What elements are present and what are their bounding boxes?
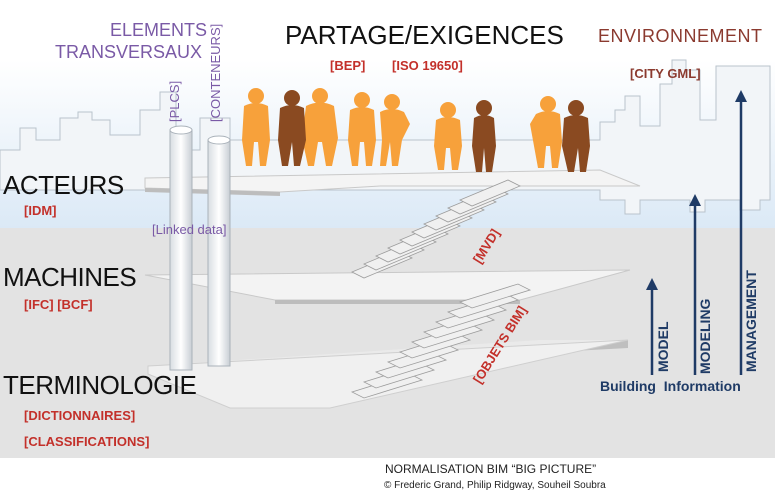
sharing-title: PARTAGE/EXIGENCES: [285, 20, 564, 50]
pillar-plcs: [169, 129, 193, 371]
footer-credit: © Frederic Grand, Philip Ridgway, Souhei…: [384, 480, 606, 491]
level-terminologie-tag-classifications: [CLASSIFICATIONS]: [24, 434, 150, 449]
elements-line2: TRANSVERSAUX: [55, 42, 203, 62]
level-acteurs: ACTEURS: [3, 170, 124, 200]
axis-label-model: MODEL: [655, 321, 671, 372]
level-terminologie-tag-dictionnaires: [DICTIONNAIRES]: [24, 408, 136, 423]
level-terminologie: TERMINOLOGIE: [3, 370, 197, 400]
staircase-lower: [350, 283, 532, 399]
pillar-label-conteneurs: [CONTENEURS]: [208, 23, 223, 122]
axis-label-management: MANAGEMENT: [743, 270, 759, 372]
sharing-tag-bep: [BEP]: [330, 58, 366, 73]
sharing-tag-iso: [ISO 19650]: [392, 58, 463, 73]
footer-title: NORMALISATION BIM “BIG PICTURE”: [385, 462, 597, 476]
building-information-label: Building Information: [600, 378, 741, 394]
bim-arrows: [646, 90, 747, 375]
pillar-label-plcs: [PLCS]: [167, 80, 182, 122]
pillar-conteneurs: [207, 139, 231, 367]
level-machines: MACHINES: [3, 262, 137, 292]
people-silhouettes: [242, 88, 590, 172]
staircase-upper: [351, 179, 521, 279]
elements-line1: ELEMENTS: [110, 20, 208, 40]
environment-tag: [CITY GML]: [630, 66, 701, 81]
linked-data-label: [Linked data]: [152, 222, 227, 237]
level-machines-tags: [IFC] [BCF]: [24, 297, 93, 312]
environment-title: ENVIRONNEMENT: [598, 26, 763, 46]
axis-label-modeling: MODELING: [697, 298, 713, 374]
level-acteurs-tag: [IDM]: [24, 203, 57, 218]
